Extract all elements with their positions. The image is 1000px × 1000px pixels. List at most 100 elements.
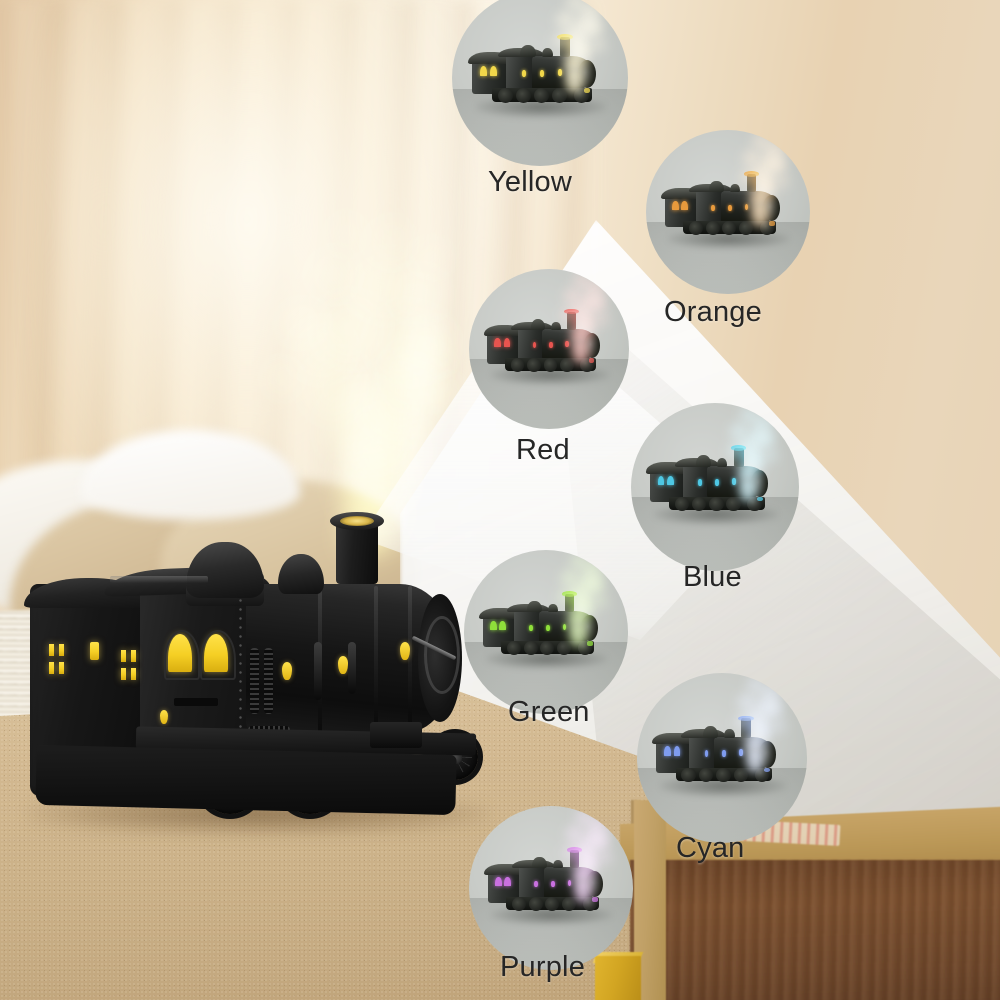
mini-wheel-1: [511, 897, 526, 912]
mini-side-lamp: [697, 479, 702, 487]
color-option-circle[interactable]: [631, 403, 799, 571]
swatch-content: [631, 403, 799, 571]
color-option-circle[interactable]: [637, 673, 807, 843]
mini-front-lamp: [756, 496, 763, 502]
mini-tender-roof: [646, 462, 691, 474]
mini-sand-dome: [723, 729, 735, 738]
mini-mist-wisp: [750, 131, 773, 153]
mini-wheel-4: [562, 897, 577, 912]
mini-cab: [506, 54, 536, 94]
hero-tender-window: [131, 650, 136, 662]
mini-mist-wisp: [578, 0, 604, 24]
color-option-circle[interactable]: [452, 0, 628, 166]
mini-front-lamp: [591, 897, 598, 902]
mini-train-humidifier: [659, 131, 799, 251]
mini-wheel-4: [733, 767, 749, 783]
color-option-label: Red: [516, 434, 570, 466]
mini-train-humidifier: [482, 807, 622, 927]
mini-boiler-front: [751, 469, 769, 497]
mini-side-lamp: [529, 624, 533, 632]
bed-frame-face: [630, 860, 1000, 1000]
hero-roof-highlight: [110, 576, 208, 583]
mini-mist-wisp: [741, 148, 764, 170]
swatch-content: [469, 269, 629, 429]
mini-side-lamp: [522, 70, 526, 77]
mini-side-lamp: [744, 203, 749, 211]
hero-chimney: [336, 520, 378, 584]
mini-mist-wisp: [581, 559, 606, 582]
mini-mist-wisp: [756, 429, 778, 449]
mini-chimney: [741, 718, 751, 738]
mini-wheel-3: [716, 767, 731, 783]
mini-mist-wisp: [570, 270, 593, 291]
color-option-label: Yellow: [488, 166, 572, 198]
mini-wheel-3: [534, 88, 549, 103]
mini-side-lamp: [532, 341, 537, 349]
mini-mist-wisp: [592, 592, 610, 610]
mini-mist-wisp: [554, 10, 578, 32]
mini-side-lamp: [548, 341, 553, 349]
mini-headlight-right: [490, 66, 497, 76]
mini-side-lamp: [739, 749, 744, 757]
mini-front-lamp: [768, 221, 775, 226]
mini-boiler-front: [583, 332, 600, 359]
mini-wheel-3: [545, 897, 560, 912]
mini-mist-wisp: [768, 156, 790, 175]
mini-mist-wisp: [584, 18, 606, 38]
mini-tender-roof: [478, 607, 522, 619]
mini-train-humidifier: [651, 674, 796, 798]
hero-cab-window-frame-right: [200, 630, 236, 680]
mini-mist-wisp: [735, 692, 759, 714]
mini-tender-roof: [483, 325, 526, 337]
mini-wheel-1: [498, 88, 513, 103]
mini-train-humidifier: [466, 0, 616, 120]
mini-steam-dome: [530, 318, 546, 330]
mini-steam-dome: [702, 726, 719, 738]
hero-tender-window: [121, 650, 126, 662]
color-option-circle[interactable]: [469, 269, 629, 429]
mini-headlight-left: [664, 746, 671, 757]
color-option-circle[interactable]: [469, 806, 633, 970]
mini-mist-outlet: [743, 171, 759, 177]
color-option-label: Cyan: [676, 832, 745, 864]
mini-headlight-left: [657, 475, 665, 486]
mini-headlight-left: [495, 876, 502, 887]
mini-wheel-3: [709, 496, 724, 511]
mini-mist-wisp: [590, 36, 608, 54]
color-option-circle[interactable]: [464, 550, 628, 714]
hero-mist-outlet[interactable]: [340, 516, 374, 526]
hero-steam-dome: [186, 542, 264, 598]
mini-train-humidifier: [644, 404, 787, 527]
mini-wheel-4: [552, 88, 567, 103]
mini-steam-dome: [695, 455, 712, 467]
mini-side-lamp: [562, 623, 567, 631]
mini-boiler-front: [578, 60, 596, 88]
mini-sand-dome: [542, 48, 553, 57]
color-option-label: Orange: [664, 296, 762, 328]
mini-headlight-right: [499, 620, 506, 631]
mini-side-lamp: [721, 750, 726, 757]
mini-cab: [696, 189, 725, 227]
mini-tender-roof: [483, 863, 527, 875]
hero-ladder-a: [250, 648, 259, 714]
mini-mist-wisp: [751, 412, 777, 436]
mini-sand-dome: [550, 321, 561, 330]
mini-mist-wisp: [561, 287, 584, 308]
hero-boiler-badge: [338, 656, 348, 674]
mini-headlight-right: [673, 746, 681, 757]
mini-side-lamp: [704, 750, 709, 757]
hero-cab-badge: [160, 710, 168, 724]
hero-tender-window: [121, 668, 126, 680]
hero-train-humidifier[interactable]: [18, 498, 510, 866]
mini-side-lamp: [565, 340, 569, 348]
mini-side-lamp: [550, 880, 555, 888]
mini-mist-wisp: [762, 446, 780, 465]
hero-tender-window: [131, 668, 136, 680]
mini-side-lamp: [534, 880, 538, 888]
mini-cab: [518, 327, 546, 364]
color-option-circle[interactable]: [646, 130, 810, 294]
mini-mist-outlet: [738, 715, 754, 722]
mini-mist-wisp: [573, 807, 596, 829]
mini-chimney: [567, 311, 577, 330]
hero-ladder-b: [264, 648, 273, 714]
